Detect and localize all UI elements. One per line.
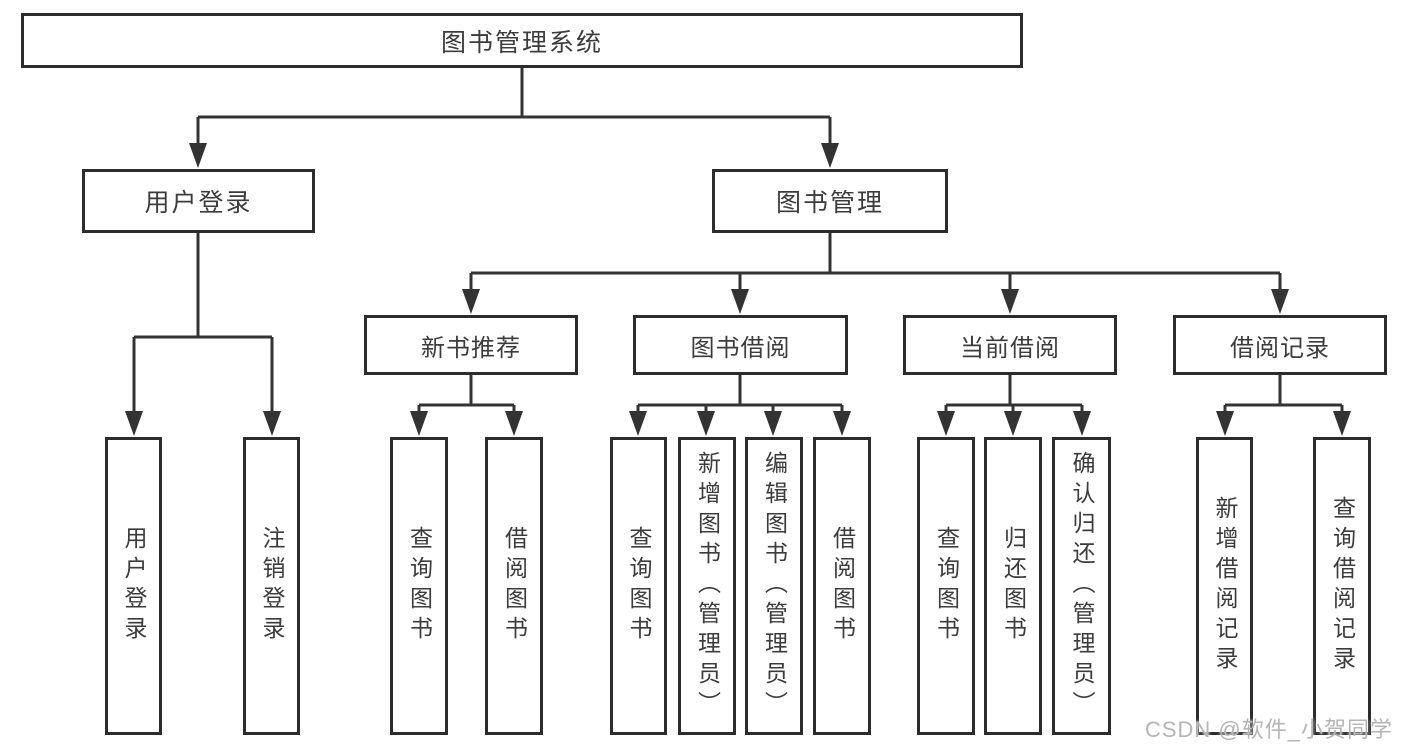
node-label: 借阅记录 <box>1230 334 1330 362</box>
leaf-user-login: 用户登录 <box>105 437 162 735</box>
node-label: 编辑图书（管理员） <box>761 451 788 721</box>
leaf-add-book-admin: 新增图书（管理员） <box>678 437 736 735</box>
node-label: 新增图书（管理员） <box>694 451 721 721</box>
node-label: 图书借阅 <box>690 334 791 362</box>
node-label: 查询图书 <box>406 526 433 646</box>
node-label: 用户登录 <box>144 189 253 217</box>
node-label: 当前借阅 <box>960 334 1060 362</box>
leaf-query-borrow-record: 查询借阅记录 <box>1313 437 1371 735</box>
leaf-query-books-recommend: 查询图书 <box>390 437 448 735</box>
leaf-logout: 注销登录 <box>243 437 300 735</box>
node-label: 查询图书 <box>626 526 652 646</box>
leaf-query-books-current: 查询图书 <box>917 437 975 735</box>
node-label: 借阅图书 <box>829 526 856 646</box>
node-current-borrowing: 当前借阅 <box>903 315 1117 375</box>
node-label: 新增借阅记录 <box>1212 496 1238 676</box>
node-label: 图书管理 <box>775 189 884 217</box>
node-book-borrowing: 图书借阅 <box>633 315 848 375</box>
node-label: 借阅图书 <box>501 526 528 646</box>
node-label: 用户登录 <box>121 526 147 646</box>
node-label: 注销登录 <box>259 526 285 646</box>
leaf-add-borrow-record: 新增借阅记录 <box>1196 437 1253 735</box>
node-library-management-system: 图书管理系统 <box>21 13 1023 68</box>
node-label: 图书管理系统 <box>440 28 603 57</box>
node-new-book-recommendation: 新书推荐 <box>364 315 578 375</box>
node-user-login: 用户登录 <box>82 169 315 233</box>
node-book-management: 图书管理 <box>712 169 948 233</box>
node-label: 新书推荐 <box>421 334 521 362</box>
node-label: 归还图书 <box>1000 526 1027 646</box>
node-label: 查询借阅记录 <box>1329 496 1356 676</box>
node-borrowing-records: 借阅记录 <box>1173 315 1387 375</box>
leaf-confirm-return-admin: 确认归还（管理员） <box>1052 437 1111 735</box>
watermark: CSDN @软件_小贺同学 <box>1144 717 1393 742</box>
node-label: 确认归还（管理员） <box>1069 451 1095 721</box>
leaf-edit-book-admin: 编辑图书（管理员） <box>745 437 803 735</box>
leaf-borrow-books-recommend: 借阅图书 <box>485 437 543 735</box>
leaf-borrow-books: 借阅图书 <box>813 437 871 735</box>
leaf-query-books-borrowing: 查询图书 <box>610 437 667 735</box>
leaf-return-books: 归还图书 <box>984 437 1042 735</box>
node-label: 查询图书 <box>933 526 960 646</box>
